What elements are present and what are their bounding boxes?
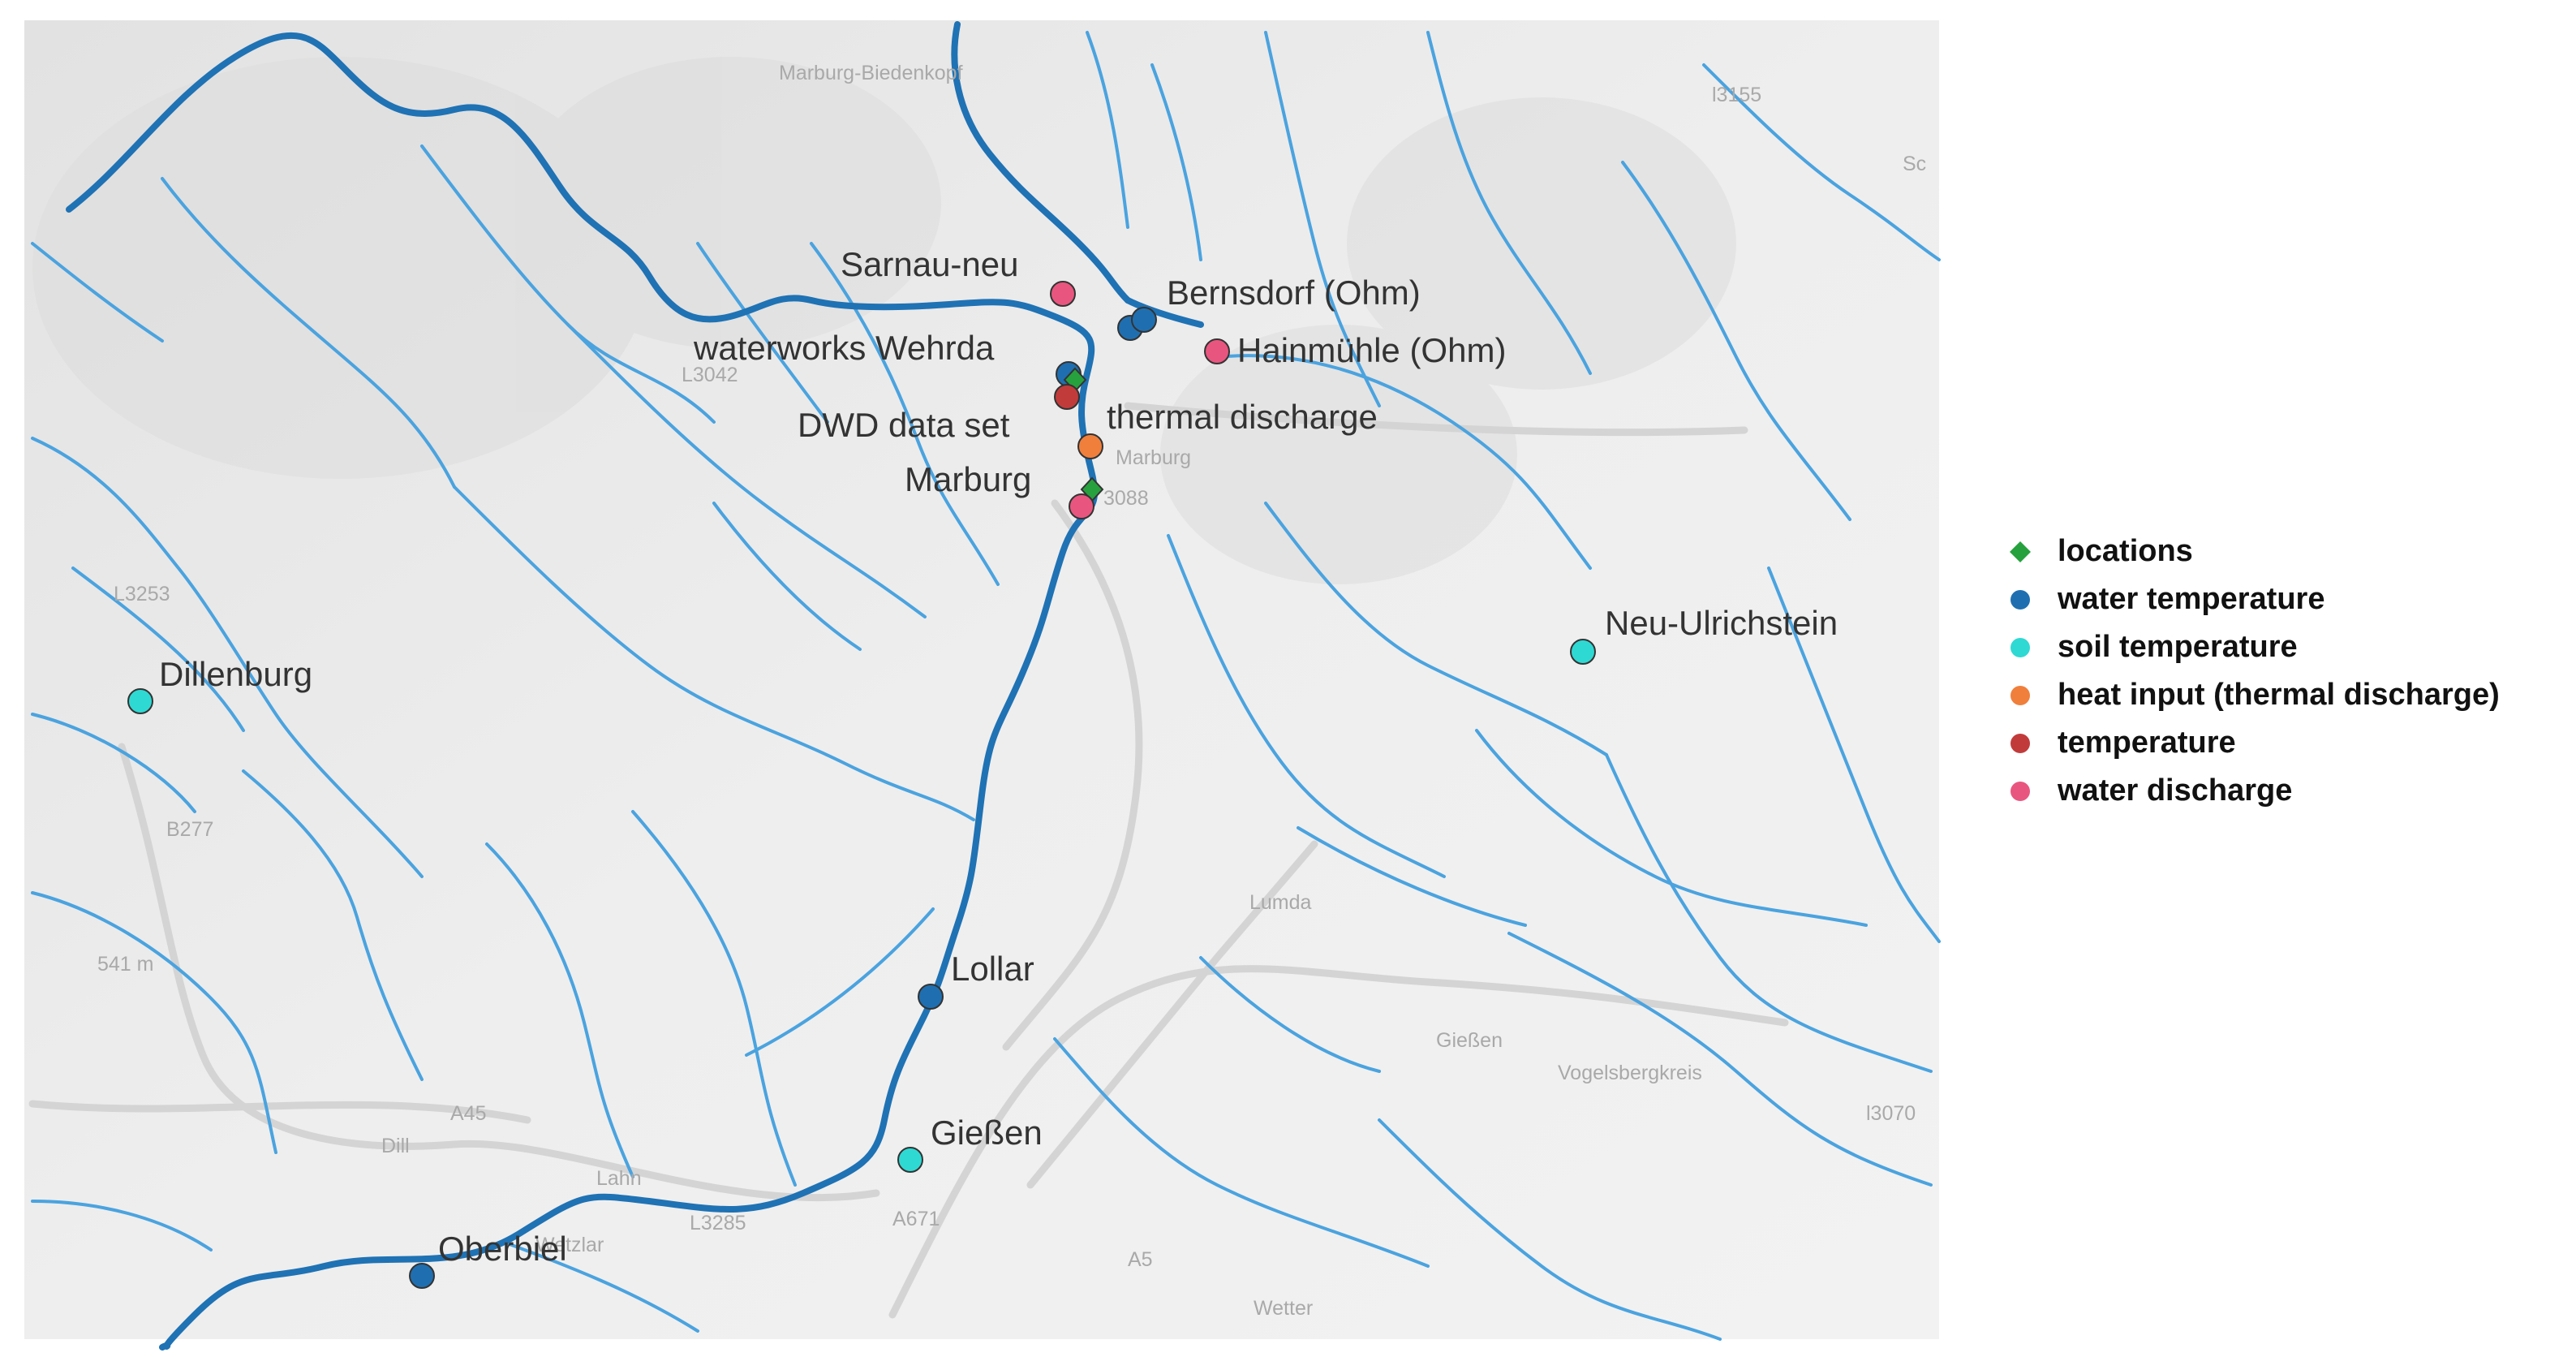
station-marburg-label: Marburg [905,460,1031,498]
legend-label: water discharge [2058,773,2293,808]
station-sarnau-marker [1050,281,1076,307]
legend-label: soil temperature [2058,630,2298,664]
station-giessen-label: Gießen [931,1114,1043,1152]
legend-label: temperature [2058,726,2236,760]
station-hainmuehle-marker [1204,338,1230,364]
station-dwd-label: DWD data set [798,406,1010,444]
road-label: A5 [1128,1248,1153,1271]
station-neu-ulrichstein-label: Neu-Ulrichstein [1605,604,1838,642]
station-markers [127,281,1596,1289]
place-label: Wetzlar [535,1234,604,1256]
road-label: A671 [892,1208,940,1230]
road-label: l3070 [1866,1102,1916,1125]
road-label: L3253 [114,583,170,605]
basemap-labels: Marburg-Biedenkopf l3155 Sc L3042 Marbur… [97,62,1926,1320]
legend-item-heat-input: heat input (thermal discharge) [2004,671,2500,719]
road-label: A45 [450,1102,486,1125]
station-oberbiel-label: Oberbiel [438,1230,567,1268]
station-giessen-marker [897,1147,923,1173]
district-label: Marburg-Biedenkopf [779,62,963,84]
place-label: Wetter [1254,1297,1313,1320]
district-label: Vogelsbergkreis [1558,1062,1702,1084]
station-lollar-label: Lollar [951,950,1034,988]
road-label: l3155 [1712,84,1761,106]
river-label: Dill [381,1135,410,1157]
station-thermal-marker [1077,433,1103,459]
legend-item-soil-temperature: soil temperature [2004,623,2500,671]
station-oberbiel-marker [409,1263,435,1289]
river-label: Lumda [1249,891,1312,914]
district-label: Gießen [1436,1029,1503,1052]
road-label: L3285 [690,1212,746,1234]
circle-icon [2004,631,2036,664]
road-label: B277 [166,818,213,841]
legend-item-water-discharge: water discharge [2004,767,2500,815]
legend-item-locations: locations [2004,528,2500,575]
diamond-icon [2004,536,2036,568]
elevation-label: 541 m [97,953,153,976]
circle-icon [2004,679,2036,712]
station-labels: Sarnau-neu Bernsdorf (Ohm) waterworks We… [159,245,1838,1268]
place-label: Marburg [1116,446,1191,469]
station-lollar-marker [918,984,944,1010]
station-hainmuehle-label: Hainmühle (Ohm) [1237,331,1506,369]
station-sarnau-label: Sarnau-neu [841,245,1019,283]
legend-label: heat input (thermal discharge) [2058,678,2500,712]
map-legend: locations water temperature soil tempera… [2004,528,2500,815]
road-label: 3088 [1103,487,1149,510]
legend-item-temperature: temperature [2004,719,2500,767]
river-label: Lahn [596,1167,642,1190]
station-wehrda-label: waterworks Wehrda [693,329,995,367]
circle-icon [2004,584,2036,616]
legend-label: locations [2058,534,2193,568]
circle-icon [2004,775,2036,808]
station-marburg-marker [1069,493,1094,519]
station-thermal-label: thermal discharge [1107,398,1378,436]
station-bernsdorf-label: Bernsdorf (Ohm) [1167,274,1421,312]
road-label: L3042 [682,364,738,386]
station-dillenburg-label: Dillenburg [159,655,312,693]
place-label: Sc [1903,153,1926,175]
main-river [66,21,1204,1351]
station-neu-ulrichstein-marker [1570,639,1596,665]
station-dillenburg-marker [127,688,153,714]
roads [28,402,1789,1319]
legend-item-water-temperature: water temperature [2004,575,2500,623]
legend-label: water temperature [2058,582,2325,616]
circle-icon [2004,727,2036,760]
stream-network [31,31,1941,1341]
station-bernsdorf-marker-2 [1131,307,1157,333]
station-dwd-marker [1054,384,1080,410]
